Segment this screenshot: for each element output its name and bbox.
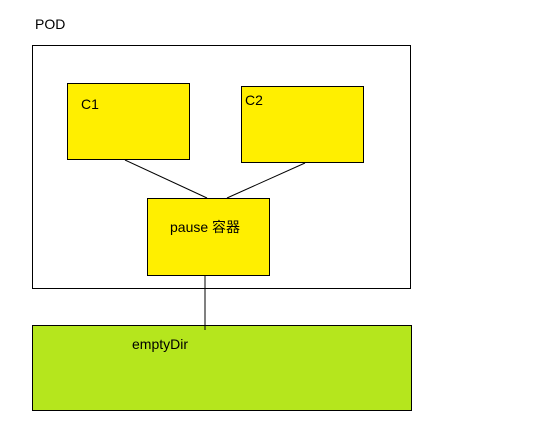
container-c2-box: C2: [241, 86, 364, 163]
pause-container-box: pause 容器: [147, 198, 270, 276]
pod-label: POD: [35, 16, 66, 32]
container-c2-label: C2: [245, 92, 263, 108]
container-c1-label: C1: [81, 96, 99, 112]
emptydir-volume-label: emptyDir: [132, 336, 189, 352]
container-c1-box: C1: [67, 83, 190, 160]
pause-container-label: pause 容器: [170, 219, 241, 235]
emptydir-volume-box: emptyDir: [32, 325, 412, 411]
